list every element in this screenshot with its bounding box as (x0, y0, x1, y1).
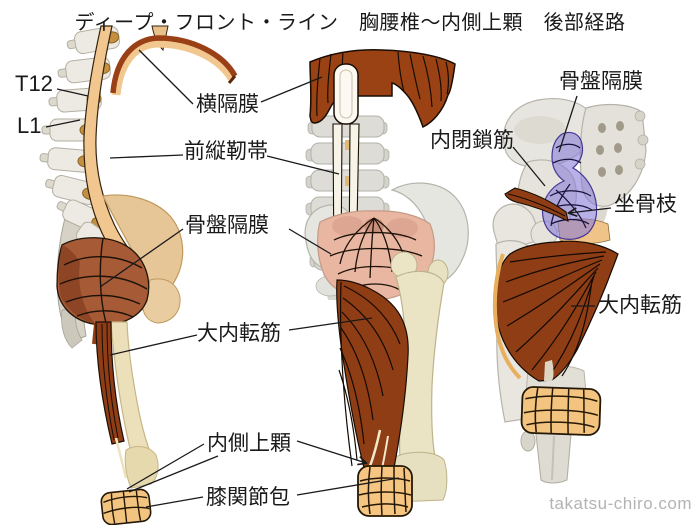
leader-adductor-left-b (288, 317, 373, 331)
label-pelvic-diaphragm-left: 骨盤隔膜 (185, 214, 269, 237)
leader-all-left (109, 154, 184, 159)
label-adductor-magnus-left: 大内転筋 (197, 322, 281, 345)
label-ischial-ramus: 坐骨枝 (614, 193, 677, 216)
adductor-magnus-shape-left (95, 321, 128, 479)
lower-leg-bones (520, 430, 572, 484)
label-l1: L1 (17, 113, 42, 138)
figure-hip-medial-view (492, 98, 649, 484)
adductor-magnus-shape-middle (336, 279, 409, 469)
label-obturator-internus: 内閉鎖筋 (430, 129, 514, 152)
femur-shape-left (110, 321, 159, 489)
leader-pelvic-left-a (99, 228, 184, 288)
adductor-magnus-shape-right (492, 240, 619, 382)
page-title: ディープ・フロント・ライン 胸腰椎〜内側上顆 後部経路 (74, 12, 626, 34)
diaphragm-crus-shape (110, 25, 238, 96)
knee-capsule-shape-right (520, 386, 602, 436)
leader-l1 (45, 119, 81, 128)
watermark: takatsu-chiro.com (549, 494, 692, 513)
label-pelvic-diaphragm-right: 骨盤隔膜 (559, 70, 643, 93)
label-t12: T12 (15, 71, 53, 96)
label-medial-epicondyle: 内側上顆 (207, 432, 291, 455)
leader-capsule-right (296, 477, 400, 496)
leader-lines (45, 49, 612, 508)
label-adductor-magnus-right: 大内転筋 (598, 294, 682, 317)
leader-adductor-left-a (109, 334, 198, 356)
label-knee-joint-capsule: 膝関節包 (206, 486, 290, 509)
leader-diaphragm-right (260, 76, 323, 103)
label-anterior-longitudinal-ligament: 前縦靭帯 (184, 140, 268, 163)
knee-capsule-shape-left (100, 488, 152, 525)
figure-spine-side-view (39, 25, 238, 525)
obturator-internus-shape (504, 187, 569, 223)
leader-diaphragm-left (138, 49, 194, 105)
leader-epicondyle-c (296, 440, 366, 463)
leader-epicondyle-b (128, 455, 219, 493)
leader-t12 (56, 88, 89, 97)
diaphragm-shape-front (309, 49, 456, 129)
label-diaphragm: 横隔膜 (196, 93, 259, 116)
leader-pelvic-right (558, 95, 578, 153)
knee-capsule-shape-middle (357, 465, 413, 517)
leader-capsule-left (145, 496, 204, 508)
leader-ischial (569, 208, 612, 213)
leader-obturator (512, 146, 546, 187)
figure-spine-pelvis-front-view (304, 49, 469, 517)
leader-all-right (266, 155, 340, 175)
leader-epicondyle-a (126, 443, 205, 490)
sacrum-shape (579, 103, 649, 236)
leader-pelvic-left-b (288, 228, 332, 255)
